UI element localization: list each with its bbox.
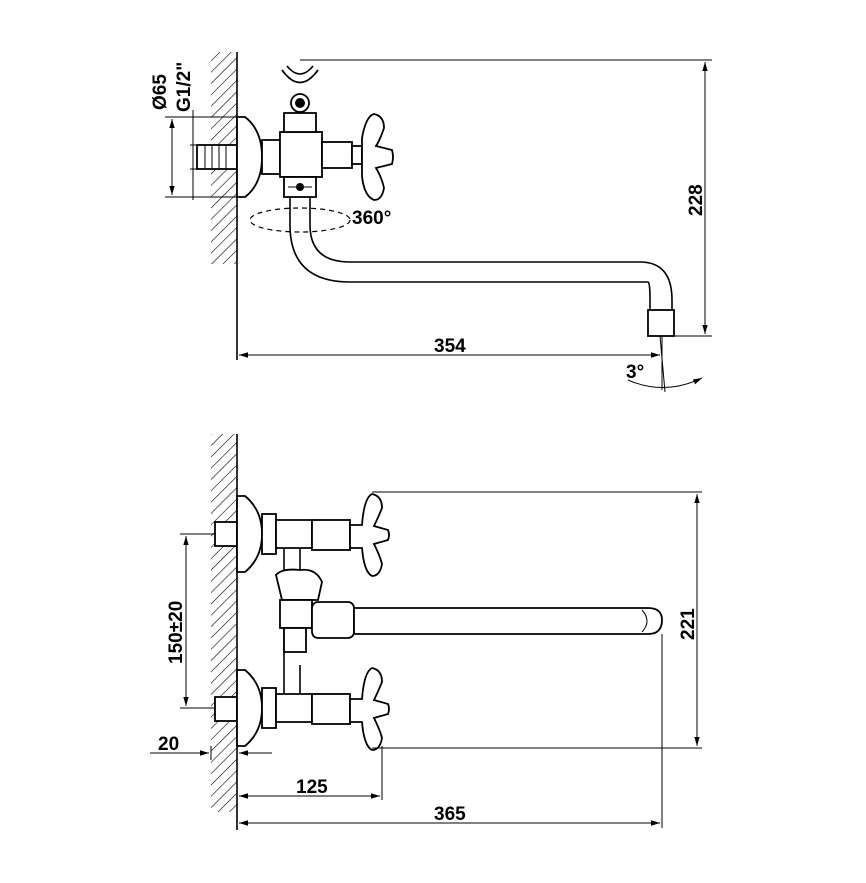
- cross-handle-upper: [349, 493, 390, 577]
- valve-stem-lower: [311, 693, 351, 725]
- centers-label: 150±20: [166, 601, 187, 664]
- spout-top: [289, 197, 651, 310]
- height-label-bottom: 221: [678, 608, 699, 640]
- diverter-knob: [283, 627, 307, 653]
- bottom-view: 150±20 221 20 125 365: [150, 434, 702, 830]
- thread-stub-top: [196, 144, 238, 170]
- thread-label: G1/2": [174, 62, 195, 112]
- cross-handle-lower: [349, 667, 390, 751]
- connector-top: [261, 139, 281, 175]
- diverter-top: [283, 112, 317, 133]
- top-view: Ø65 G1/2" 360° 228 354 3°: [150, 52, 712, 393]
- wall-hatch-bottom: [211, 434, 237, 812]
- valve-body-upper: [275, 519, 313, 549]
- escutcheon-upper: [236, 495, 263, 573]
- diverter-top-bottom: [275, 568, 323, 601]
- valve-stem-top: [321, 141, 353, 169]
- valve-stem-upper: [311, 519, 351, 551]
- length-label-top: 354: [434, 336, 466, 357]
- valve-body-lower: [275, 693, 313, 723]
- height-label-top: 228: [686, 184, 707, 216]
- escutcheon-lower: [236, 669, 263, 747]
- handle-label: 125: [296, 777, 328, 798]
- rotation-ellipse: [249, 207, 351, 233]
- angle-label: 3°: [626, 362, 644, 383]
- cross-handle-top: [361, 113, 394, 201]
- shower-holder-top: [281, 69, 319, 84]
- spout-connector: [311, 601, 355, 639]
- spout-bottom: [353, 607, 663, 635]
- thread-stub-lower: [214, 696, 238, 722]
- angle-arc: [627, 377, 703, 389]
- valve-body-top: [279, 131, 323, 178]
- aerator-top: [647, 309, 675, 337]
- total-label: 365: [434, 804, 466, 825]
- rotation-label: 360°: [352, 208, 391, 229]
- diameter-label: Ø65: [150, 74, 171, 110]
- escutcheon-top: [236, 116, 263, 198]
- diverter-body: [279, 599, 313, 629]
- offset-label: 20: [158, 734, 179, 755]
- thread-stub-upper: [214, 521, 238, 547]
